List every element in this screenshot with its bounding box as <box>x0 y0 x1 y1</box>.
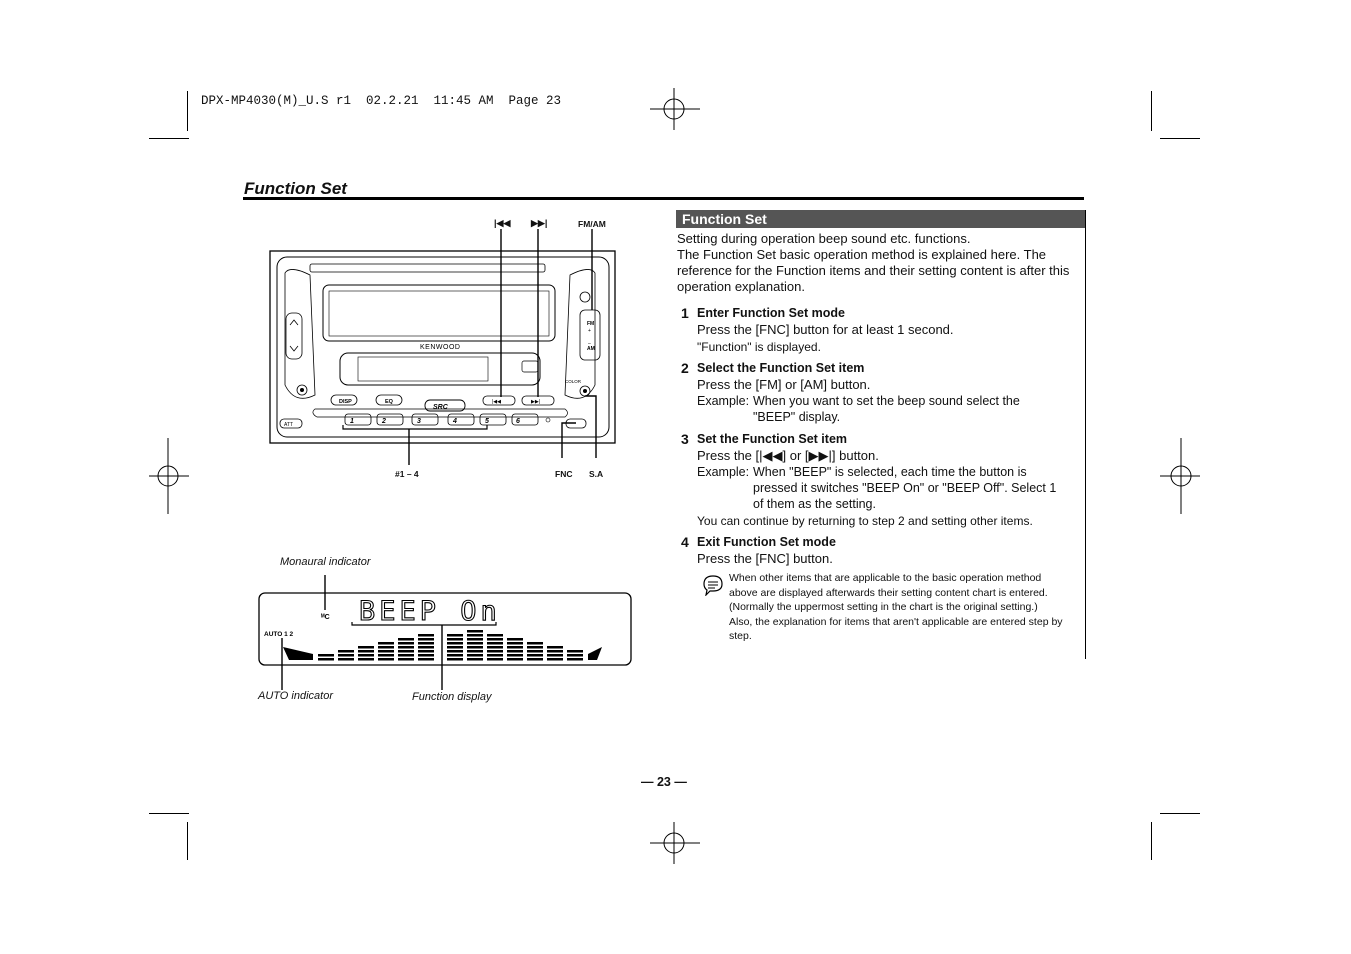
step-4-title: Exit Function Set mode <box>697 535 836 549</box>
function-display-label: Function display <box>412 691 492 703</box>
step-2-example: Example:When you want to set the beep so… <box>697 394 1020 424</box>
step-4-line-1: Press the [FNC] button. <box>697 551 833 566</box>
step-1-number: 1 <box>681 305 689 321</box>
note-paragraph-1: When other items that are applicable to … <box>729 572 1048 614</box>
brand-logo: KENWOOD <box>420 344 460 351</box>
fm-am-callout: FM/AM <box>578 219 606 229</box>
svg-text:COLOR: COLOR <box>565 379 582 384</box>
step-1-line-1: Press the [FNC] button for at least 1 se… <box>697 322 954 337</box>
registration-mark-right <box>1160 438 1200 514</box>
note-text: When other items that are applicable to … <box>729 571 1064 644</box>
svg-text:AM: AM <box>587 346 595 352</box>
monaural-indicator-label: Monaural indicator <box>280 556 371 568</box>
auto-indicator-label: AUTO indicator <box>258 690 333 702</box>
svg-text:SRC: SRC <box>433 404 449 411</box>
svg-text:2: 2 <box>381 418 386 425</box>
registration-mark-bottom <box>650 822 700 864</box>
svg-text:EQ: EQ <box>385 399 394 405</box>
step-1-line-2: "Function" is displayed. <box>697 340 821 354</box>
svg-text:▶▶|: ▶▶| <box>531 399 540 405</box>
intro-line-1: Setting during operation beep sound etc.… <box>677 231 971 246</box>
page-title: Function Set <box>244 179 347 198</box>
registration-mark-left <box>149 438 189 514</box>
preset-callout: #1 – 4 <box>395 469 419 479</box>
step-3-title: Set the Function Set item <box>697 432 848 446</box>
step-3-line-1: Press the [|◀◀] or [▶▶|] button. <box>697 448 879 463</box>
step-4-number: 4 <box>681 534 689 550</box>
page-number: — 23 — <box>641 775 687 789</box>
lcd-display-diagram: ᴹC BEEP On AUTO 1 2 <box>258 575 632 690</box>
section-rule <box>1085 210 1087 659</box>
function-display-text: BEEP On <box>359 596 501 627</box>
step-2-title: Select the Function Set item <box>697 361 865 375</box>
step-2-number: 2 <box>681 360 689 376</box>
svg-text:5: 5 <box>485 418 489 425</box>
step-3-number: 3 <box>681 431 689 447</box>
step-2-line-1: Press the [FM] or [AM] button. <box>697 377 871 392</box>
svg-text:+: + <box>588 328 591 334</box>
step-3-continue: You can continue by returning to step 2 … <box>697 514 1033 528</box>
svg-text:3: 3 <box>417 418 421 425</box>
fnc-callout: FNC <box>555 469 573 479</box>
section-title: Function Set <box>676 210 1086 228</box>
faceplate-diagram: KENWOOD FM + – AM COLOR DISP EQ SRC |◀◀ … <box>269 229 616 465</box>
auto-indicator-badge: AUTO 1 2 <box>264 631 294 638</box>
prev-track-callout: |◀◀ <box>494 218 511 228</box>
svg-text:1: 1 <box>350 418 354 425</box>
note-paragraph-2: Also, the explanation for items that are… <box>729 615 1063 643</box>
svg-text:ᴹC: ᴹC <box>321 614 330 621</box>
svg-text:–: – <box>588 341 591 347</box>
svg-text:6: 6 <box>516 418 520 425</box>
svg-text:DISP: DISP <box>339 399 352 405</box>
intro-line-2: The Function Set basic operation method … <box>677 247 1070 294</box>
step-1-title: Enter Function Set mode <box>697 306 845 320</box>
svg-text:FM: FM <box>587 321 594 327</box>
step-3-example: Example:When "BEEP" is selected, each ti… <box>697 465 1057 511</box>
sa-callout: S.A <box>589 469 604 479</box>
registration-mark-top <box>650 88 700 130</box>
svg-text:ATT: ATT <box>284 422 293 428</box>
note-icon <box>703 575 723 596</box>
intro-text: Setting during operation beep sound etc.… <box>677 231 1077 295</box>
svg-text:4: 4 <box>452 418 457 425</box>
svg-text:|◀◀: |◀◀ <box>492 399 501 405</box>
next-track-callout: ▶▶| <box>531 218 548 228</box>
print-header: DPX-MP4030(M)_U.S r1 02.2.21 11:45 AM Pa… <box>201 94 562 108</box>
heading-rule <box>243 197 1084 200</box>
